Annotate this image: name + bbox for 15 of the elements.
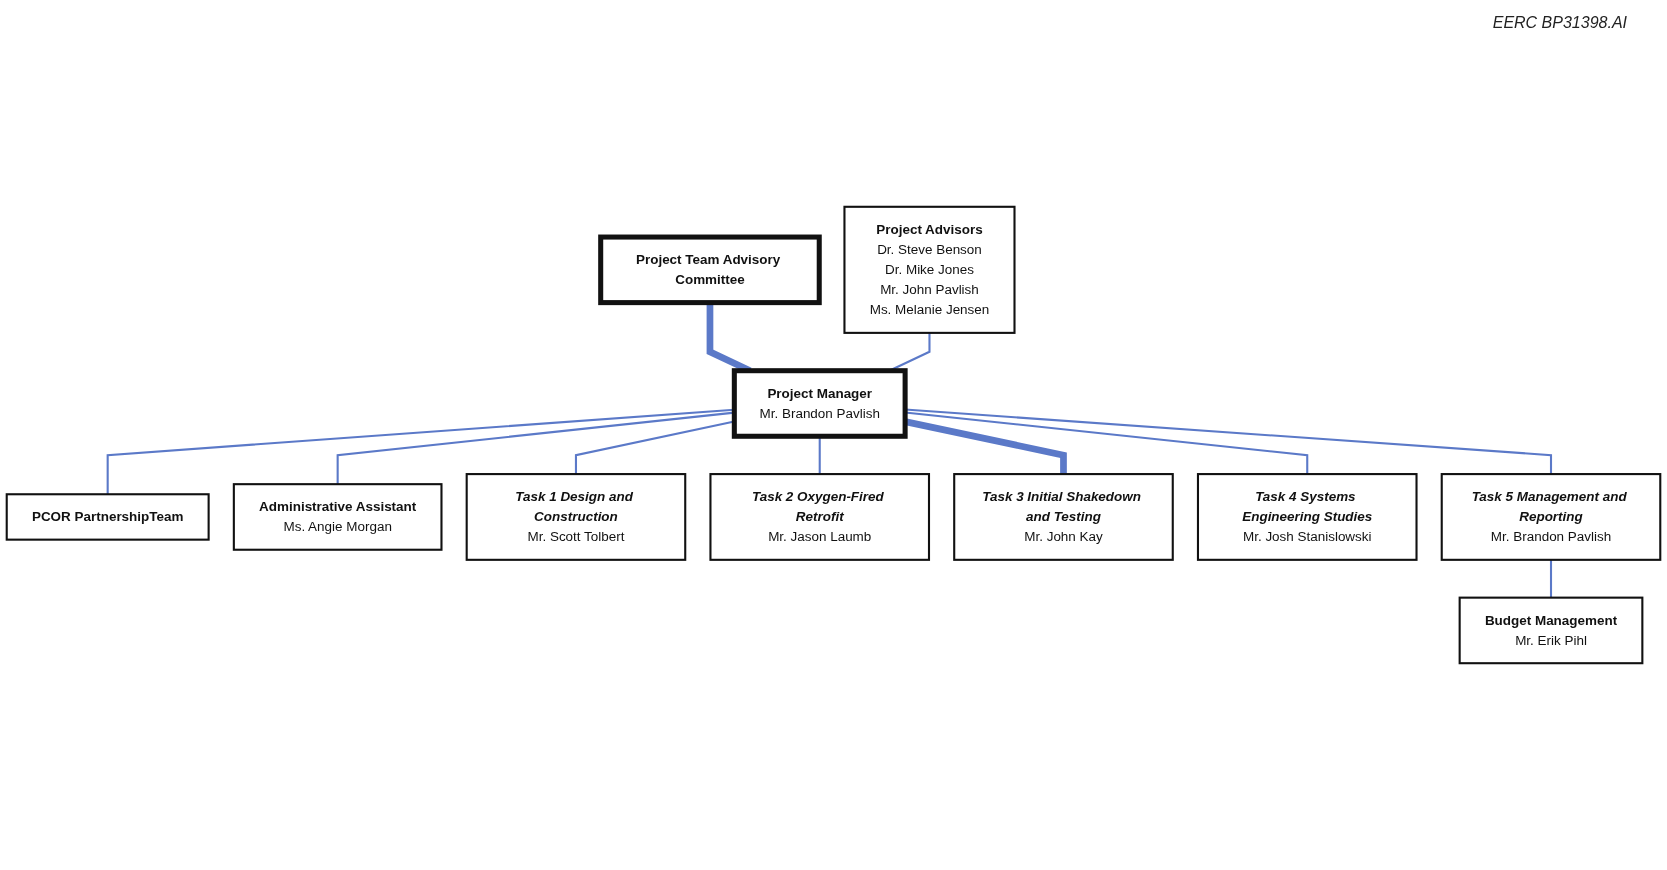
node-box: Project Advisors Dr. Steve Benson Dr. Mike Jones Mr. John Pavlish Ms. Melanie Jensen <box>843 205 1016 334</box>
connector <box>905 408 1553 475</box>
drawing-code: EERC BP31398.AI <box>1492 14 1627 32</box>
connector <box>1549 559 1553 598</box>
node-box: Budget Management Mr. Erik Pihl <box>1458 596 1644 665</box>
connector <box>905 411 1309 475</box>
node-box: Project Team Advisory Committee <box>598 234 822 306</box>
node-box: Task 3 Initial Shakedown and Testing Mr. John Kay <box>953 473 1174 561</box>
node-box: Task 2 Oxygen-Fired Retrofit Mr. Jason Laumb <box>709 473 931 561</box>
node-box: Task 4 Systems Engineering Studies Mr. Josh Stanislowski <box>1196 473 1418 561</box>
node-box: Project Manager Mr. Brandon Pavlish <box>731 368 908 439</box>
node-box: PCOR PartnershipTeam <box>5 493 210 541</box>
node-box: Task 5 Management and Reporting Mr. Brandon Pavlish <box>1440 473 1662 561</box>
node-box: Administrative Assistant Ms. Angie Morgan <box>232 483 443 551</box>
node-box: Task 1 Design and Construction Mr. Scott Tolbert <box>465 473 687 561</box>
